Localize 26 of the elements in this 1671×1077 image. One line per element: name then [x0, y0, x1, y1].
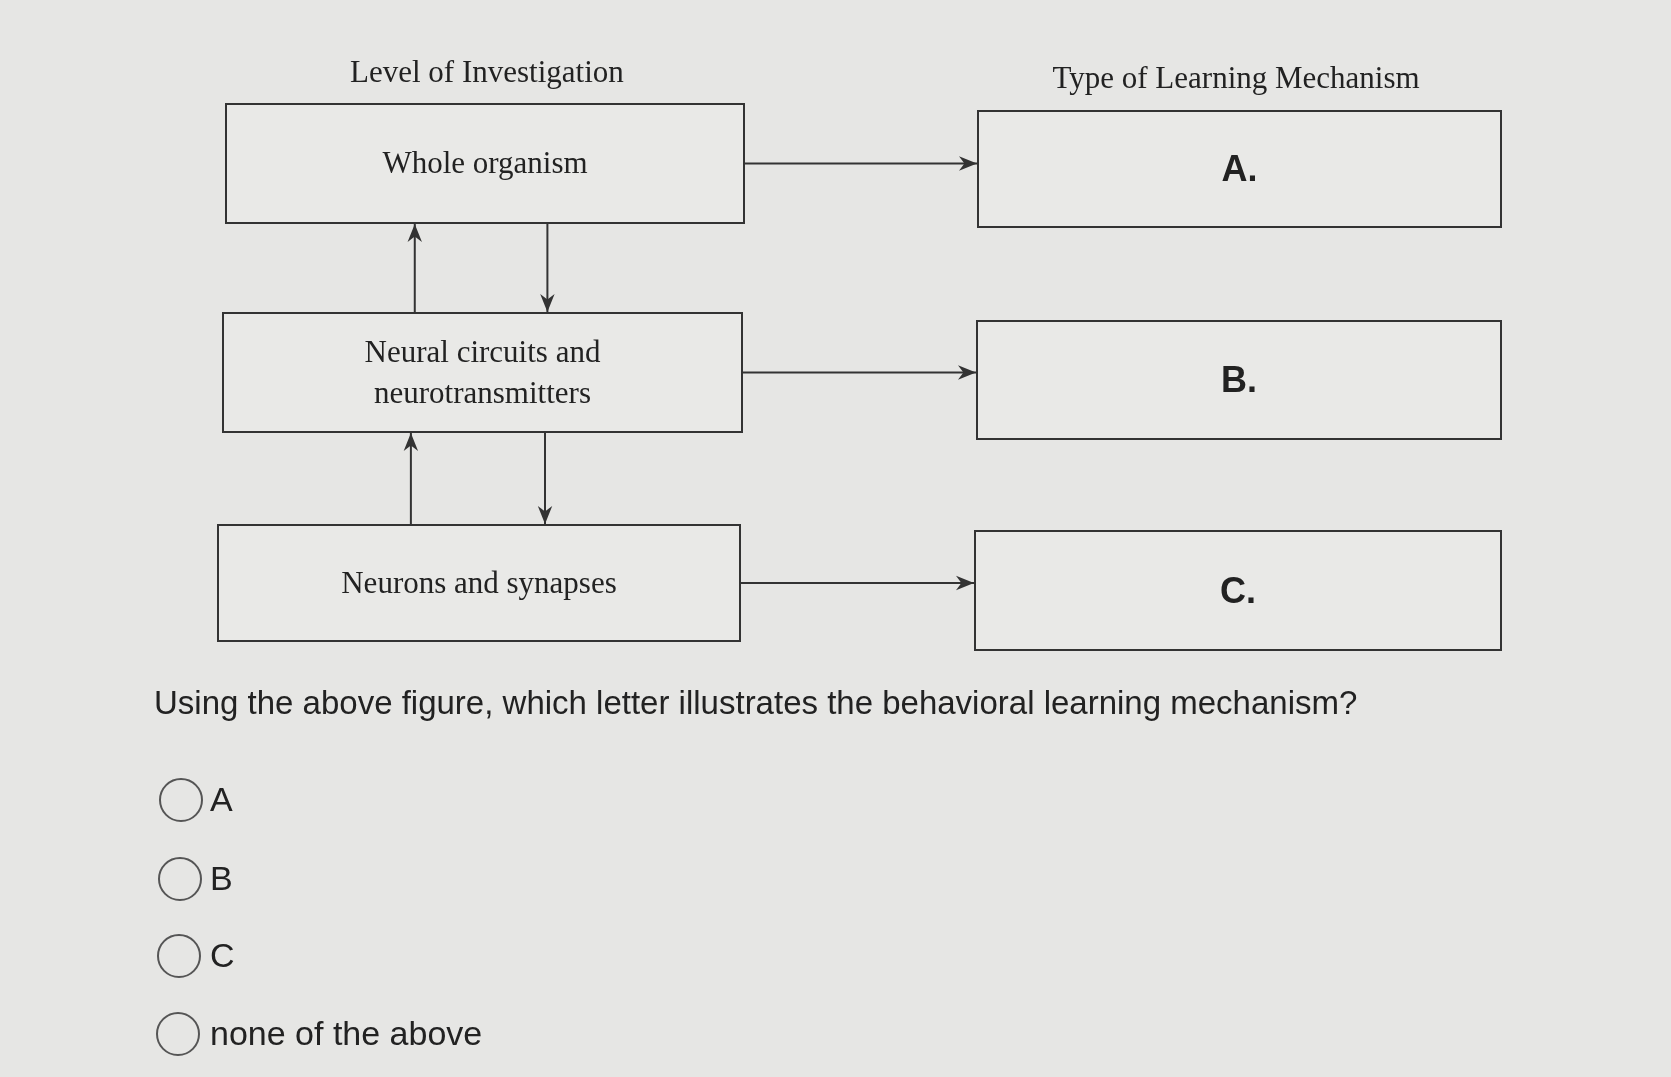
- box-label: Neural circuits and neurotransmitters: [363, 333, 602, 412]
- arrow: [403, 432, 419, 525]
- process-box: [976, 320, 1502, 440]
- answer-letter: A.: [1221, 148, 1258, 190]
- column-heading: Level of Investigation: [350, 53, 624, 91]
- answer-letter: C.: [1220, 569, 1256, 612]
- process-box: [225, 103, 745, 224]
- process-box: [977, 110, 1502, 228]
- question-text: Using the above figure, which letter illustrates the behavioral learning mechanism?: [154, 684, 1358, 722]
- option-label: C: [210, 936, 235, 975]
- arrow: [537, 432, 553, 525]
- process-box: [974, 530, 1502, 651]
- arrow: [407, 223, 422, 313]
- process-box: [217, 524, 741, 642]
- arrow: [740, 575, 975, 591]
- box-label: Neurons and synapses: [341, 563, 617, 602]
- box-label: Whole organism: [382, 144, 588, 183]
- option-label: B: [210, 859, 233, 898]
- arrow: [742, 365, 977, 380]
- answer-letter: B.: [1221, 359, 1257, 401]
- arrow: [744, 156, 978, 171]
- process-box: [222, 312, 743, 433]
- column-heading: Type of Learning Mechanism: [1052, 59, 1420, 97]
- arrow: [540, 223, 555, 313]
- option-label: A: [210, 780, 233, 819]
- option-label: none of the above: [210, 1014, 483, 1053]
